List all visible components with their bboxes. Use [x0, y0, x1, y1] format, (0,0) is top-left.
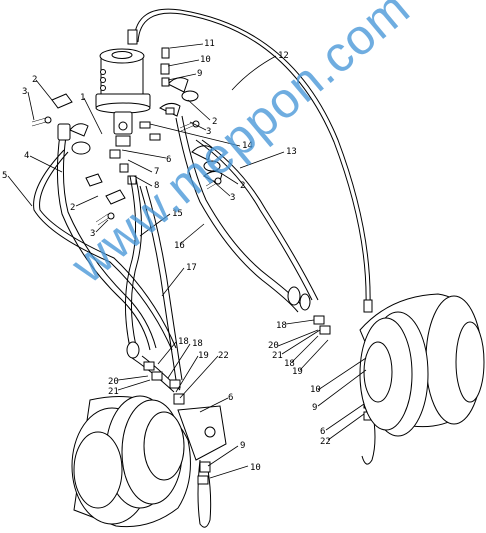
callout-14: 14 — [242, 141, 253, 151]
callout-6: 6 — [166, 155, 171, 165]
callout-12: 12 — [278, 51, 289, 61]
callout-11: 11 — [204, 39, 215, 49]
hose-clamp-middle-right — [191, 145, 223, 185]
callout-9: 9 — [240, 441, 245, 451]
callout-9: 9 — [312, 403, 317, 413]
callout-19: 19 — [292, 367, 303, 377]
callout-22: 22 — [320, 437, 331, 447]
callout-7: 7 — [154, 167, 159, 177]
left-motor-fittings — [143, 361, 211, 485]
callout-3: 3 — [230, 193, 235, 203]
callout-3: 3 — [22, 87, 27, 97]
callout-2: 2 — [70, 203, 75, 213]
hose-clamp-left — [51, 93, 91, 155]
callout-18: 18 — [276, 321, 287, 331]
callout-20: 20 — [268, 341, 279, 351]
callout-2: 2 — [32, 75, 37, 85]
callout-labels: 11 10 9 12 2 3 1 2 3 14 4 6 13 7 8 2 5 2… — [2, 39, 331, 473]
callout-10: 10 — [310, 385, 321, 395]
callout-10: 10 — [200, 55, 211, 65]
callout-18: 18 — [178, 337, 189, 347]
callout-3: 3 — [90, 229, 95, 239]
center-swivel-joint — [95, 48, 151, 147]
left-travel-motor — [71, 395, 227, 528]
callout-3: 3 — [206, 127, 211, 137]
callout-6: 6 — [320, 427, 325, 437]
callout-10: 10 — [250, 463, 261, 473]
swivel-fittings — [109, 47, 175, 185]
hydraulic-hoses — [33, 8, 376, 528]
callout-21: 21 — [108, 387, 119, 397]
callout-20: 20 — [108, 377, 119, 387]
callout-4: 4 — [24, 151, 29, 161]
callout-1: 1 — [80, 93, 85, 103]
callout-6: 6 — [228, 393, 233, 403]
callout-16: 16 — [174, 241, 185, 251]
callout-18: 18 — [284, 359, 295, 369]
hose-clamp-lower-left — [85, 173, 126, 205]
callout-2: 2 — [212, 117, 217, 127]
callout-2: 2 — [240, 181, 245, 191]
callout-17: 17 — [186, 263, 197, 273]
bolt-set — [31, 116, 222, 226]
leader-lines — [7, 43, 367, 479]
callout-15: 15 — [172, 209, 183, 219]
callout-5: 5 — [2, 171, 7, 181]
callout-13: 13 — [286, 147, 297, 157]
callout-8: 8 — [154, 181, 159, 191]
callout-22: 22 — [218, 351, 229, 361]
callout-21: 21 — [272, 351, 283, 361]
right-travel-motor — [359, 293, 485, 437]
callout-18: 18 — [192, 339, 203, 349]
callout-19: 19 — [198, 351, 209, 361]
callout-9: 9 — [197, 69, 202, 79]
